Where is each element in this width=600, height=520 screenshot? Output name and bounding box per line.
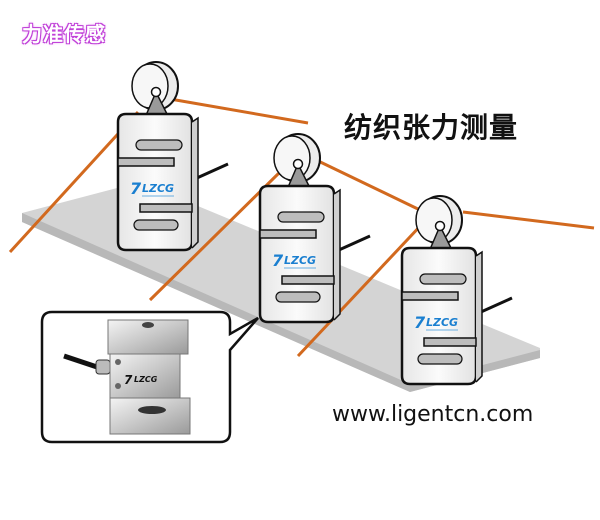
svg-text:LZCG: LZCG: [134, 375, 158, 384]
inset-callout: 7 LZCG: [40, 310, 259, 444]
threads: [8, 97, 595, 358]
brand-logo: 力准传感: [22, 22, 106, 46]
page-title: 纺织张力测量: [344, 111, 519, 144]
website-url: www.ligentcn.com: [332, 402, 534, 427]
svg-text:7: 7: [124, 373, 133, 387]
